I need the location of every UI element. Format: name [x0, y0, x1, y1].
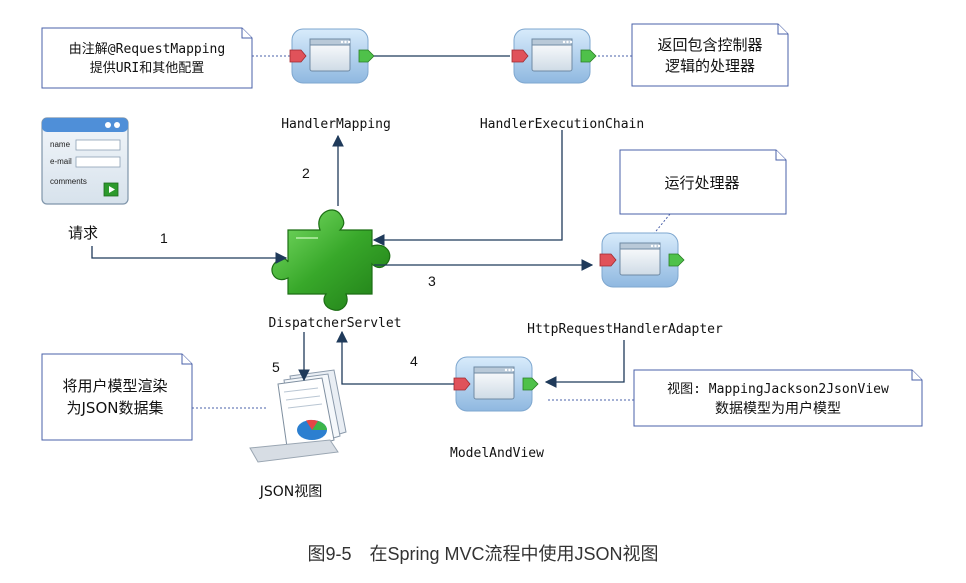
request-label: 请求 — [68, 224, 98, 242]
step-number-3: 3 — [428, 273, 436, 289]
handler-mapping-module-icon — [289, 28, 375, 84]
handler-mapping-label: HandlerMapping — [281, 117, 391, 132]
step-number-4: 4 — [410, 353, 418, 369]
step-number-2: 2 — [302, 165, 310, 181]
figure-caption: 图9-5 在Spring MVC流程中使用JSON视图 — [307, 544, 658, 564]
json-render-note-line-2: 为JSON数据集 — [67, 399, 164, 417]
view-note-line-2: 数据模型为用户模型 — [715, 400, 841, 417]
run-handler-note: 运行处理器 — [619, 149, 787, 215]
json-view-label: JSON视图 — [259, 484, 323, 500]
form-label-comments: comments — [50, 177, 87, 186]
run-handler-note-connector — [651, 213, 671, 237]
controller-note-line-1: 返回包含控制器 — [657, 36, 762, 54]
form-label-email: e-mail — [50, 157, 72, 166]
json-render-note-line-1: 将用户模型渲染 — [62, 377, 167, 395]
view-note-line-1: 视图: MappingJackson2JsonView — [667, 382, 889, 397]
request-form-icon: name e-mail comments — [41, 117, 129, 205]
dispatcher-servlet-label: DispatcherServlet — [268, 316, 401, 331]
form-label-name: name — [50, 140, 71, 149]
step4-arrow — [336, 330, 454, 385]
json-render-note: 将用户模型渲染 为JSON数据集 — [41, 353, 193, 441]
run-handler-note-text: 运行处理器 — [664, 174, 739, 192]
handler-execution-chain-label: HandlerExecutionChain — [480, 117, 644, 132]
step1-arrow — [91, 246, 288, 264]
model-and-view-label: ModelAndView — [450, 446, 544, 461]
mapping-note-line-2: 提供URI和其他配置 — [90, 60, 204, 76]
controller-note: 返回包含控制器 逻辑的处理器 — [631, 23, 789, 87]
model-and-view-module-icon — [453, 356, 539, 412]
step-number-1: 1 — [160, 230, 168, 246]
adapter-to-modelandview-arrow — [544, 340, 625, 388]
http-request-handler-adapter-label: HttpRequestHandlerAdapter — [527, 322, 723, 337]
mapping-note: 由注解@RequestMapping 提供URI和其他配置 — [41, 27, 253, 89]
http-request-handler-adapter-module-icon — [599, 232, 685, 288]
json-view-document-icon — [249, 369, 347, 463]
handler-execution-chain-module-icon — [511, 28, 597, 84]
controller-note-line-2: 逻辑的处理器 — [665, 57, 755, 75]
view-note: 视图: MappingJackson2JsonView 数据模型为用户模型 — [633, 369, 923, 427]
dispatcher-servlet-puzzle-icon — [271, 209, 391, 311]
step-number-5: 5 — [272, 359, 280, 375]
chain-to-dispatcher-arrow — [372, 130, 563, 246]
mapping-note-line-1: 由注解@RequestMapping — [69, 42, 225, 57]
